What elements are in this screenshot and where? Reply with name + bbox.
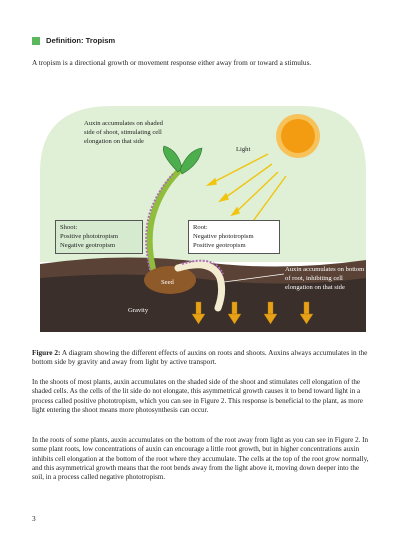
definition-body: A tropism is a directional growth or mov… xyxy=(32,58,312,67)
body-paragraph: In the shoots of most plants, auxin accu… xyxy=(32,378,363,414)
shoot-box-line: Positive phototropism xyxy=(60,232,119,240)
tropism-diagram xyxy=(40,106,366,332)
sun-icon xyxy=(276,114,320,158)
light-label: Light xyxy=(236,146,251,153)
auxin-shoot-side xyxy=(145,173,174,281)
root-info-box: Root: Negative phototropism Positive geo… xyxy=(188,220,280,255)
root-box-line: Negative phototropism xyxy=(193,232,254,240)
root-auxin-note: Auxin accumulates on bottom of root, inh… xyxy=(285,266,365,291)
gravity-arrow-icon xyxy=(227,301,242,325)
shoot-info-box: Shoot: Positive phototropism Negative ge… xyxy=(55,220,143,255)
tropism-figure: Auxin accumulates on shaded side of shoo… xyxy=(32,102,372,332)
definition-heading: Definition: Tropism xyxy=(32,36,115,45)
root-box-line: Positive geotropism xyxy=(193,241,246,249)
shoot-auxin-note: Auxin accumulates on shaded side of shoo… xyxy=(84,120,163,145)
root-note-leader xyxy=(223,273,285,283)
green-square-bullet-icon xyxy=(32,36,40,45)
shoot-box-title: Shoot: xyxy=(60,224,78,231)
page-number: 3 xyxy=(32,514,36,523)
root-box-title: Root: xyxy=(193,224,208,231)
body-paragraph: In the roots of some plants, auxin accum… xyxy=(32,436,369,482)
caption-text: A diagram showing the different effects … xyxy=(32,348,368,367)
shoot-stem xyxy=(146,169,181,287)
auxin-root-side xyxy=(181,259,224,275)
gravity-arrows xyxy=(191,301,314,325)
figure-caption: Figure 2: A diagram showing the differen… xyxy=(32,348,372,366)
seed-shape xyxy=(144,266,196,294)
right-leaf-icon xyxy=(179,147,203,175)
root-shape xyxy=(174,261,226,312)
gravity-arrow-icon xyxy=(299,301,314,325)
shoot-box-line: Negative geotropism xyxy=(60,241,116,249)
soil-dark xyxy=(40,274,366,332)
left-leaf-icon xyxy=(163,145,183,173)
caption-label: Figure 2: xyxy=(32,348,61,357)
seed-label: Seed xyxy=(161,279,174,286)
gravity-label: Gravity xyxy=(128,307,149,314)
gravity-arrow-icon xyxy=(191,301,206,325)
gravity-arrow-icon xyxy=(263,301,278,325)
definition-title: Definition: Tropism xyxy=(46,36,116,45)
